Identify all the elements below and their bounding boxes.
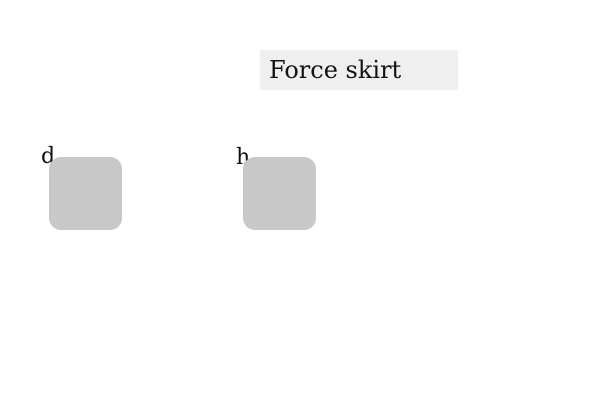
instruction-text: Force skirt (260, 50, 458, 90)
key-button-h[interactable] (243, 157, 316, 230)
key-button-d[interactable] (49, 157, 122, 230)
